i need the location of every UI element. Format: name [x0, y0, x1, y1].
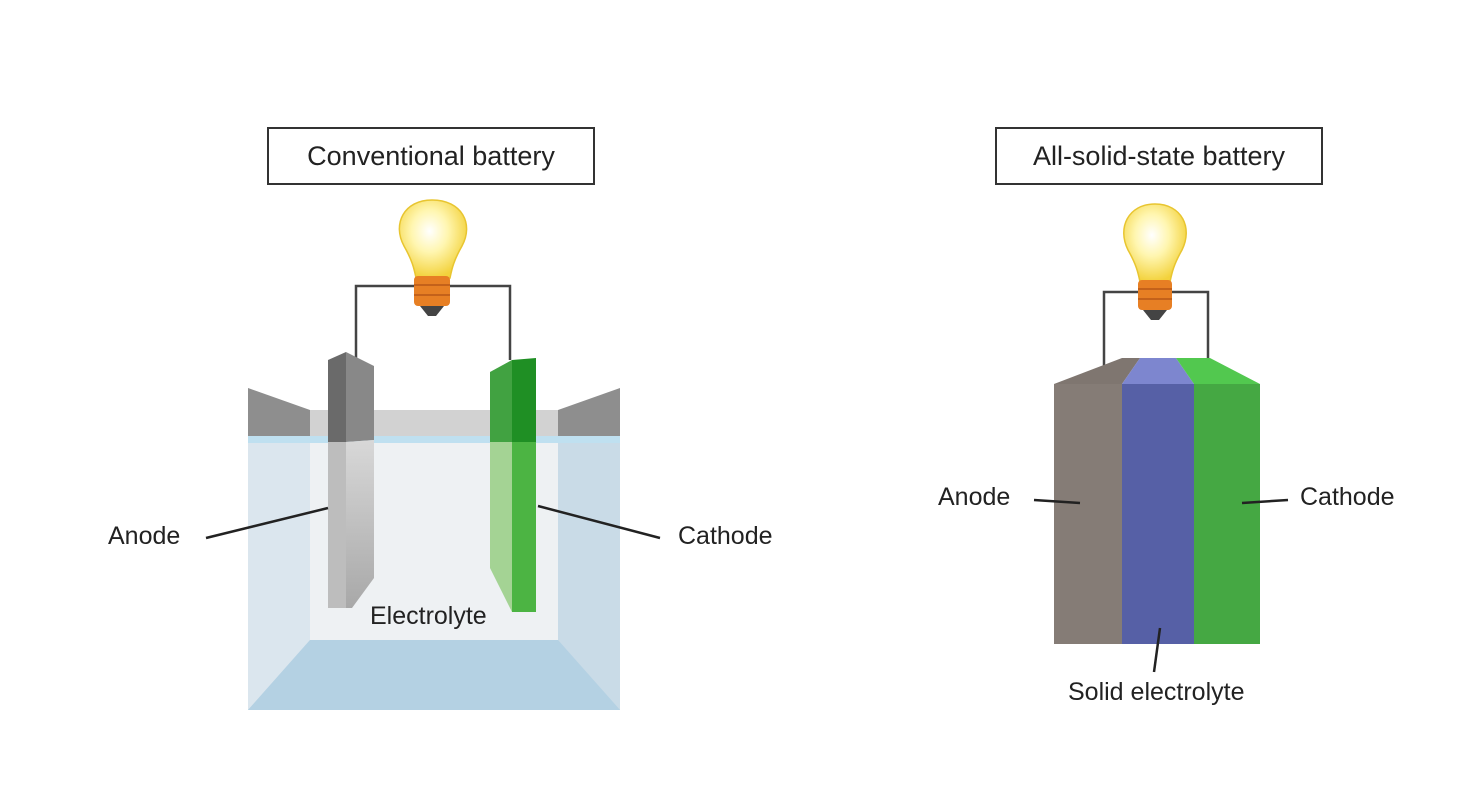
solid-state-battery-title: All-solid-state battery	[995, 127, 1323, 185]
anode-leader-line	[1033, 498, 1081, 505]
solid-electrolyte-top	[1122, 358, 1194, 384]
light-bulb-icon	[398, 199, 468, 316]
solid-state-battery	[1033, 203, 1289, 673]
cathode-leader-line	[537, 504, 661, 540]
conventional-electrolyte-label: Electrolyte	[370, 602, 487, 630]
solid-electrolyte-leader-line	[1152, 627, 1162, 673]
cathode-plate	[490, 358, 536, 612]
solid-electrolyte-label: Solid electrolyte	[1068, 678, 1245, 706]
anode-top	[1054, 358, 1140, 384]
cathode-leader-line	[1241, 498, 1289, 505]
solid-electrolyte-layer	[1122, 384, 1194, 644]
light-bulb-icon	[1123, 203, 1187, 320]
conventional-anode-label: Anode	[108, 522, 181, 550]
cathode-top	[1176, 358, 1260, 384]
anode-leader-line	[205, 506, 329, 540]
conventional-battery-title: Conventional battery	[267, 127, 595, 185]
solid-state-cathode-label: Cathode	[1300, 483, 1395, 511]
solid-state-anode-label: Anode	[938, 483, 1011, 511]
conventional-cathode-label: Cathode	[678, 522, 773, 550]
anode-layer	[1054, 384, 1122, 644]
anode-plate	[328, 352, 374, 608]
conventional-battery	[205, 199, 661, 710]
cathode-layer	[1194, 384, 1260, 644]
electrolyte-tank	[248, 388, 620, 710]
